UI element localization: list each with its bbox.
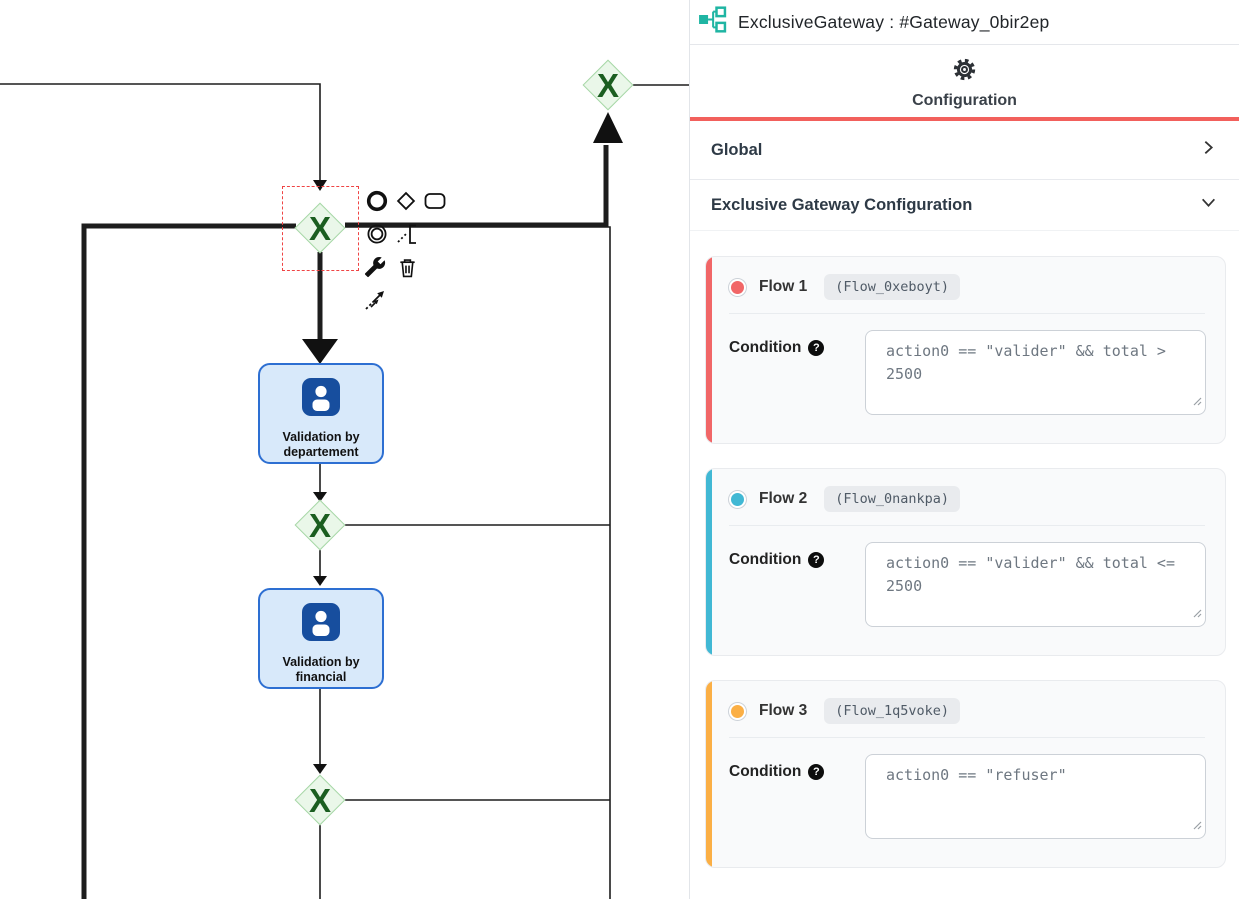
user-task-icon	[302, 603, 340, 641]
divider	[729, 737, 1205, 738]
arrowhead-flow3	[593, 112, 623, 143]
gateway-x-marker: X	[308, 506, 331, 544]
append-intermediate-event-icon[interactable]	[364, 221, 390, 247]
arrowhead	[313, 180, 327, 191]
edge-flow3-highlight[interactable]	[345, 145, 609, 228]
task-label: Validation by financial	[282, 655, 360, 684]
trash-icon[interactable]	[394, 254, 420, 280]
tab-configuration[interactable]: Configuration	[690, 45, 1239, 121]
condition-input[interactable]	[865, 330, 1206, 415]
selection-outline	[282, 186, 359, 271]
chevron-right-icon	[1200, 139, 1217, 161]
gateway-selected[interactable]: X	[294, 202, 346, 254]
divider	[729, 313, 1205, 314]
flow-card-2: Flow 2 (Flow_0nankpa) Condition ?	[705, 468, 1226, 656]
condition-label: Condition ?	[729, 330, 865, 415]
tab-configuration-label: Configuration	[912, 92, 1017, 109]
edge-collector[interactable]	[345, 226, 611, 899]
panel-title: ExclusiveGateway : #Gateway_0bir2ep	[738, 11, 1050, 32]
gateway-top[interactable]: X	[582, 59, 634, 111]
flow-name: Flow 1	[759, 278, 808, 295]
flow-cards: Flow 1 (Flow_0xeboyt) Condition ?	[690, 231, 1239, 868]
help-icon[interactable]: ?	[808, 552, 825, 568]
bpmn-canvas[interactable]: X X X X Validation by departement	[0, 0, 690, 899]
arrowhead	[313, 492, 327, 502]
task-validation-departement[interactable]: Validation by departement	[258, 363, 384, 464]
flow-accent-bar	[706, 469, 712, 655]
properties-panel: ExclusiveGateway : #Gateway_0bir2ep Conf…	[689, 0, 1239, 899]
gateway-x-marker: X	[308, 209, 331, 247]
help-icon[interactable]: ?	[808, 340, 825, 356]
edge-incoming-top[interactable]	[0, 83, 321, 181]
gateway-2[interactable]: X	[294, 499, 346, 551]
gear-icon	[951, 56, 978, 88]
arrowhead	[313, 764, 327, 774]
section-exclusive-gateway-configuration[interactable]: Exclusive Gateway Configuration	[690, 180, 1239, 231]
panel-header: ExclusiveGateway : #Gateway_0bir2ep	[690, 0, 1239, 45]
flow-accent-bar	[706, 257, 712, 443]
divider	[729, 525, 1205, 526]
gateway-3[interactable]: X	[294, 774, 346, 826]
section-global[interactable]: Global	[690, 121, 1239, 180]
condition-label: Condition ?	[729, 754, 865, 839]
append-task-icon[interactable]	[422, 188, 448, 214]
sitemap-icon	[697, 6, 727, 38]
flow-color-dot	[729, 490, 746, 508]
wrench-icon[interactable]	[362, 254, 388, 280]
task-label: Validation by departement	[282, 430, 360, 459]
condition-label: Condition ?	[729, 542, 865, 627]
flow-card-3: Flow 3 (Flow_1q5voke) Condition ?	[705, 680, 1226, 868]
flow-color-dot	[729, 702, 746, 720]
gateway-x-marker: X	[596, 66, 619, 104]
flow-card-1: Flow 1 (Flow_0xeboyt) Condition ?	[705, 256, 1226, 444]
task-validation-financial[interactable]: Validation by financial	[258, 588, 384, 689]
resize-handle-icon[interactable]	[1193, 817, 1202, 835]
condition-input[interactable]	[865, 754, 1206, 839]
flow-name: Flow 3	[759, 702, 808, 719]
arrowhead	[313, 576, 327, 586]
flow-id-badge: (Flow_0xeboyt)	[824, 274, 961, 300]
resize-handle-icon[interactable]	[1193, 393, 1202, 411]
condition-input[interactable]	[865, 542, 1206, 627]
append-end-event-icon[interactable]	[364, 188, 390, 214]
flow-color-dot	[729, 278, 746, 296]
text-annotation-icon[interactable]	[394, 221, 420, 247]
arrowhead-flow1	[302, 339, 338, 364]
flow-id-badge: (Flow_1q5voke)	[824, 698, 961, 724]
gateway-x-marker: X	[308, 781, 331, 819]
flow-id-badge: (Flow_0nankpa)	[824, 486, 961, 512]
flow-name: Flow 2	[759, 490, 808, 507]
chevron-down-icon	[1200, 194, 1217, 216]
active-tab-underline	[690, 116, 1239, 121]
resize-handle-icon[interactable]	[1193, 605, 1202, 623]
connect-icon[interactable]	[362, 287, 388, 313]
append-gateway-icon[interactable]	[393, 188, 419, 214]
help-icon[interactable]: ?	[808, 764, 825, 780]
flow-accent-bar	[706, 681, 712, 867]
edge-flow2-highlight[interactable]	[81, 223, 296, 899]
sequence-flows	[0, 83, 690, 899]
user-task-icon	[302, 378, 340, 416]
